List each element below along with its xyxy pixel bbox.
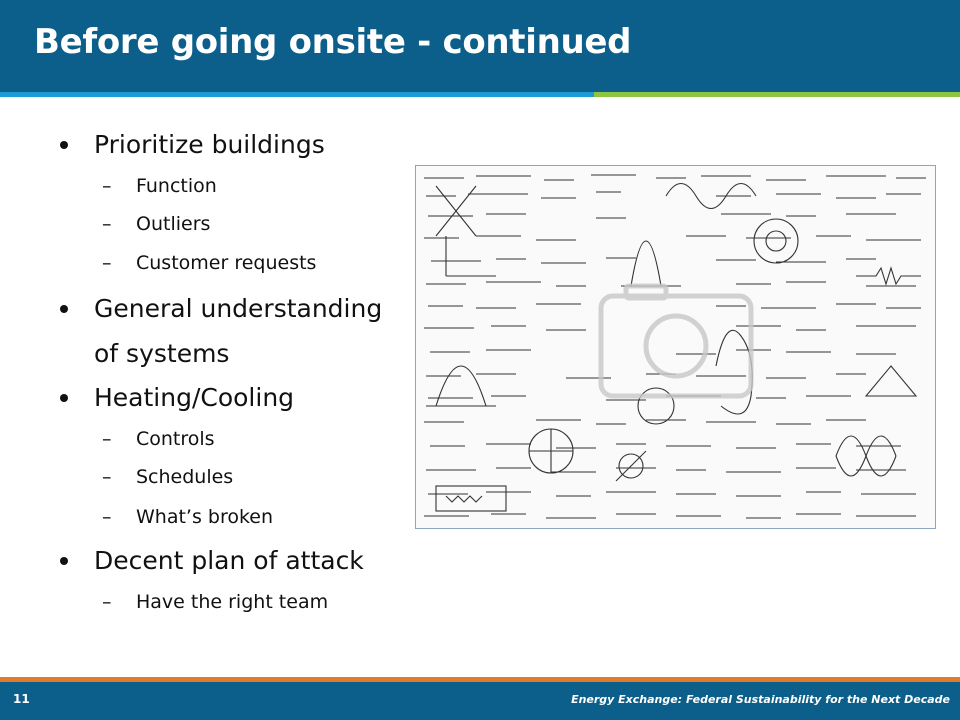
sub-bullet-text: Have the right team: [136, 591, 329, 613]
dash-icon: –: [102, 466, 112, 488]
sub-bullet-text: What’s broken: [136, 506, 274, 528]
sub-bullet-text: Schedules: [136, 466, 234, 488]
bullet-text: General understanding: [94, 294, 383, 323]
accent-stripe-blue: [0, 92, 594, 97]
dash-icon: –: [102, 428, 112, 450]
bullet-dot-icon: [60, 557, 68, 565]
dash-icon: –: [102, 175, 112, 197]
dash-icon: –: [102, 213, 112, 235]
sub-bullet-text: Customer requests: [136, 252, 317, 274]
bullet-text: Decent plan of attack: [94, 546, 364, 575]
equations-photo: [415, 165, 936, 529]
bullet-continuation: of systems: [94, 339, 230, 368]
title-bar: Before going onsite - continued: [0, 0, 960, 92]
equations-sketch-icon: [424, 174, 926, 519]
bullet-text: Heating/Cooling: [94, 383, 295, 412]
dash-icon: –: [102, 252, 112, 274]
dash-icon: –: [102, 591, 112, 613]
footer-accent-stripe: [0, 677, 960, 682]
bullet-dot-icon: [60, 305, 68, 313]
sub-bullet-text: Outliers: [136, 213, 211, 235]
sub-bullet-text: Function: [136, 175, 217, 197]
footer-bar: 11 Energy Exchange: Federal Sustainabili…: [0, 682, 960, 720]
dash-icon: –: [102, 506, 112, 528]
footer-text: Energy Exchange: Federal Sustainability …: [571, 693, 950, 706]
accent-stripe-green: [594, 92, 960, 97]
bullet-dot-icon: [60, 141, 68, 149]
sub-bullet-text: Controls: [136, 428, 215, 450]
slide-title: Before going onsite - continued: [34, 22, 632, 62]
page-number: 11: [13, 692, 30, 706]
bullet-text: Prioritize buildings: [94, 130, 325, 159]
bullet-dot-icon: [60, 394, 68, 402]
